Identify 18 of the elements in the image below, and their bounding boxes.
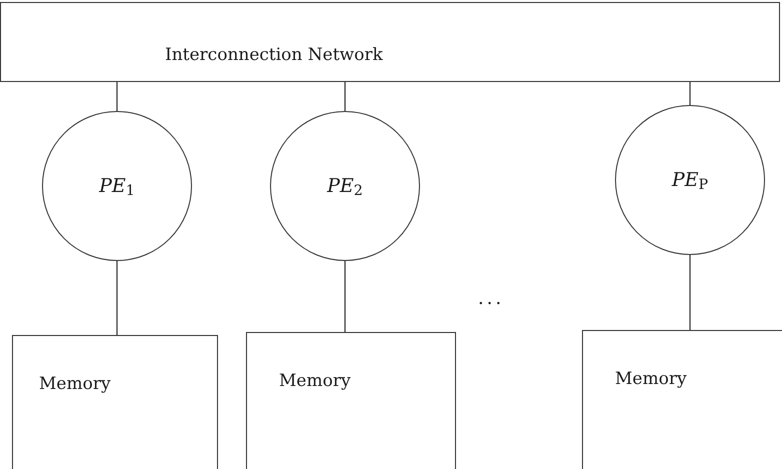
box-label: Memory <box>615 369 687 389</box>
box-label: Memory <box>39 374 111 394</box>
box-label: Memory <box>279 371 351 391</box>
connector-line <box>116 261 118 335</box>
processor-label: PE$_{1}$ <box>99 174 135 200</box>
network-box <box>0 2 780 82</box>
memory-box <box>12 335 218 469</box>
processor-label: PE$_{2}$ <box>327 174 363 200</box>
connector-line <box>116 82 118 111</box>
connector-line <box>344 82 346 111</box>
connector-line <box>689 82 691 105</box>
connector-line <box>689 255 691 330</box>
connector-line <box>344 261 346 332</box>
memory-box <box>246 332 456 469</box>
box-label: Interconnection Network <box>165 45 383 65</box>
ellipsis-label: ... <box>478 287 504 311</box>
memory-box <box>582 330 782 469</box>
processor-label: PE$_{P}$ <box>672 168 708 194</box>
